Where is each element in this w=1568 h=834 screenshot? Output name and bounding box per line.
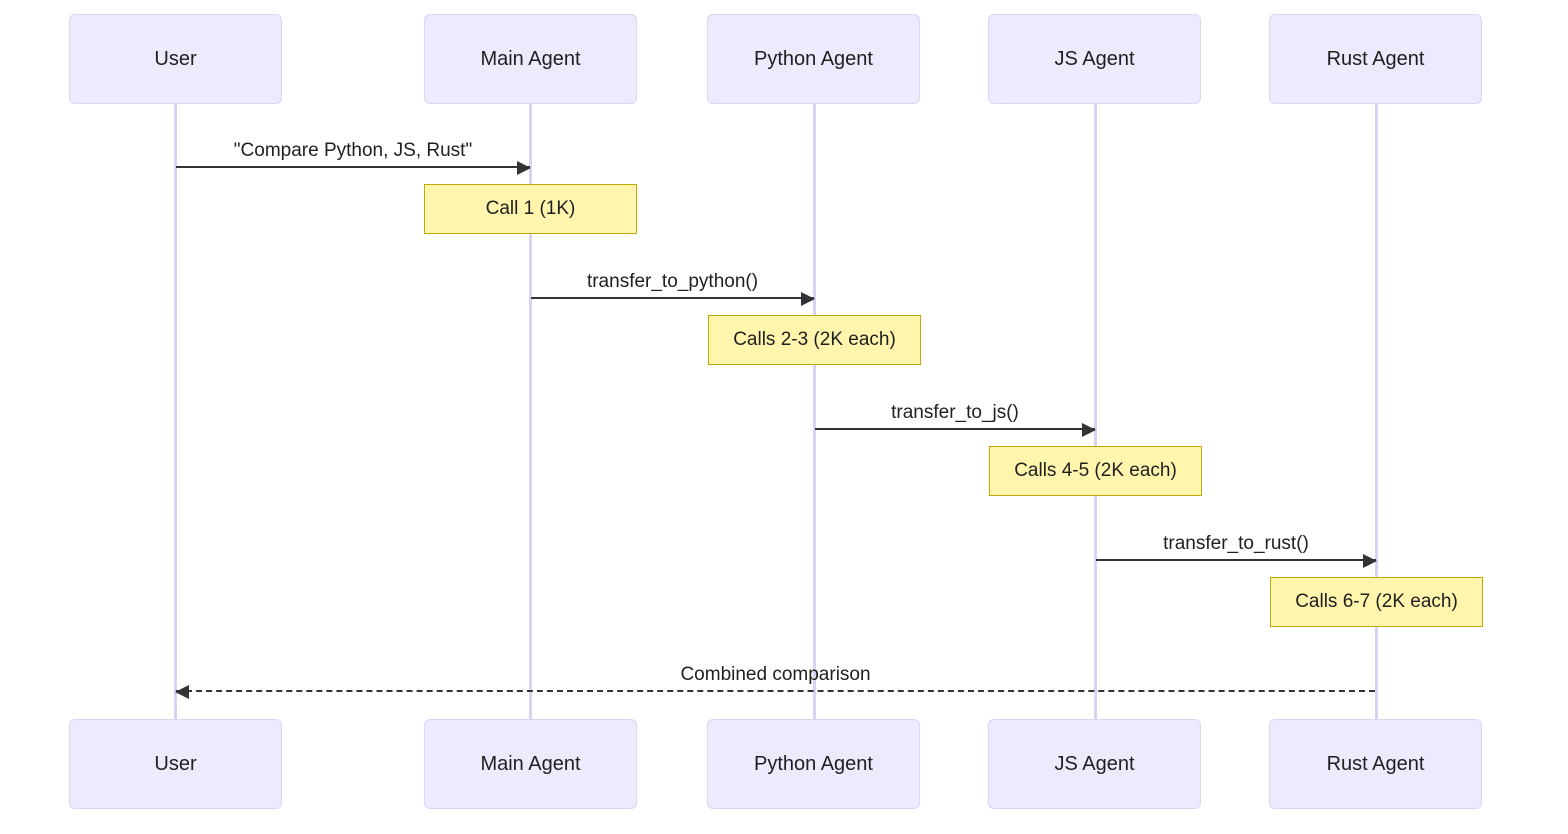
actor-box-js-top[interactable]: JS Agent — [988, 14, 1201, 104]
message-label-transfer-to-js: transfer_to_js() — [891, 402, 1019, 423]
actor-box-python-bottom[interactable]: Python Agent — [707, 719, 920, 809]
actor-label-main-top: Main Agent — [480, 47, 581, 70]
message-line-transfer-to-js — [815, 428, 1095, 430]
lifeline-rust — [1375, 104, 1378, 719]
lifeline-main — [529, 104, 532, 719]
note-calls-2-3[interactable]: Calls 2-3 (2K each) — [708, 315, 921, 365]
message-line-transfer-to-python — [531, 297, 814, 299]
actor-label-python-top: Python Agent — [754, 47, 873, 70]
actor-box-user-bottom[interactable]: User — [69, 719, 282, 809]
note-call-1[interactable]: Call 1 (1K) — [424, 184, 637, 234]
actor-label-user-top: User — [154, 47, 197, 70]
message-label-transfer-to-rust: transfer_to_rust() — [1163, 533, 1309, 554]
arrowhead-right-icon — [1082, 423, 1096, 437]
arrowhead-right-icon — [517, 161, 531, 175]
message-transfer-to-rust[interactable]: transfer_to_rust() — [1096, 521, 1377, 568]
message-label-compare-request: "Compare Python, JS, Rust" — [233, 140, 473, 161]
actor-box-main-top[interactable]: Main Agent — [424, 14, 637, 104]
actor-label-user-bottom: User — [154, 752, 197, 775]
actor-box-python-top[interactable]: Python Agent — [707, 14, 920, 104]
message-label-combined-comparison: Combined comparison — [680, 664, 871, 685]
message-label-transfer-to-python: transfer_to_python() — [586, 271, 759, 292]
arrowhead-right-icon — [801, 292, 815, 306]
message-line-combined-comparison — [176, 690, 1375, 692]
lifeline-python — [813, 104, 816, 719]
actor-label-js-bottom: JS Agent — [1054, 752, 1135, 775]
note-calls-4-5[interactable]: Calls 4-5 (2K each) — [989, 446, 1202, 496]
message-combined-comparison[interactable]: Combined comparison — [175, 652, 1375, 699]
arrowhead-right-icon — [1363, 554, 1377, 568]
note-label-calls-2-3: Calls 2-3 (2K each) — [733, 329, 896, 350]
actor-label-main-bottom: Main Agent — [480, 752, 581, 775]
actor-label-js-top: JS Agent — [1054, 47, 1135, 70]
lifeline-js — [1094, 104, 1097, 719]
actor-box-user-top[interactable]: User — [69, 14, 282, 104]
message-transfer-to-python[interactable]: transfer_to_python() — [531, 259, 815, 306]
message-transfer-to-js[interactable]: transfer_to_js() — [815, 390, 1096, 437]
lifeline-user — [174, 104, 177, 719]
note-label-calls-6-7: Calls 6-7 (2K each) — [1295, 591, 1458, 612]
arrowhead-left-icon — [175, 685, 189, 699]
actor-label-rust-bottom: Rust Agent — [1326, 752, 1425, 775]
actor-label-python-bottom: Python Agent — [754, 752, 873, 775]
actor-box-rust-top[interactable]: Rust Agent — [1269, 14, 1482, 104]
actor-box-js-bottom[interactable]: JS Agent — [988, 719, 1201, 809]
actor-box-rust-bottom[interactable]: Rust Agent — [1269, 719, 1482, 809]
actor-label-rust-top: Rust Agent — [1326, 47, 1425, 70]
message-line-transfer-to-rust — [1096, 559, 1376, 561]
note-label-call-1: Call 1 (1K) — [485, 198, 576, 219]
actor-box-main-bottom[interactable]: Main Agent — [424, 719, 637, 809]
note-calls-6-7[interactable]: Calls 6-7 (2K each) — [1270, 577, 1483, 627]
message-compare-request[interactable]: "Compare Python, JS, Rust" — [176, 128, 531, 175]
message-line-compare-request — [176, 166, 530, 168]
note-label-calls-4-5: Calls 4-5 (2K each) — [1014, 460, 1177, 481]
